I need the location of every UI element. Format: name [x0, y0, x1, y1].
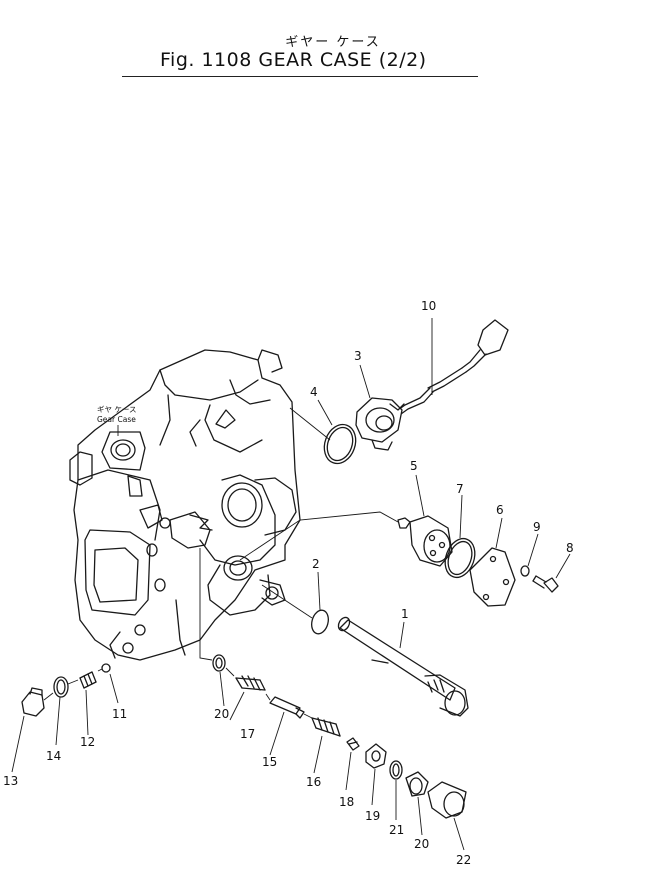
callout-22: 22 — [456, 853, 471, 867]
part-10-dipstick — [397, 319, 509, 415]
callout-15: 15 — [262, 755, 277, 769]
callout-18: 18 — [339, 795, 354, 809]
callout-6: 6 — [496, 503, 504, 517]
part-7-o-ring — [444, 537, 476, 579]
callout-1: 1 — [401, 607, 409, 621]
callout-numbers: 10 3 4 5 7 6 9 8 2 1 11 12 14 13 20 17 1… — [3, 299, 574, 867]
part-12-spring — [79, 671, 97, 689]
callout-17: 17 — [240, 727, 255, 741]
part-20-collar — [405, 771, 429, 797]
callout-14: 14 — [46, 749, 61, 763]
part-11-ball — [101, 663, 111, 673]
part-4-o-ring — [323, 423, 357, 465]
part-18-spring — [346, 737, 360, 751]
callout-21: 20 — [214, 707, 229, 721]
callout-16: 16 — [306, 775, 321, 789]
part-13-drain-plug — [21, 687, 45, 717]
part-6-cover-plate — [469, 547, 516, 607]
callout-13: 13 — [3, 774, 18, 788]
gear-case-label-jp: ギヤ ケース — [97, 405, 137, 414]
gear-case-label-en: Gear Case — [97, 415, 136, 424]
part-1-tube — [337, 616, 469, 717]
assembly-lines — [43, 407, 399, 719]
callout-8: 8 — [566, 541, 574, 555]
part-3-filler-neck — [355, 397, 405, 451]
callout-20: 20 — [414, 837, 429, 851]
title-japanese: ギヤー ケース — [285, 35, 381, 50]
part-21-washer — [212, 654, 226, 672]
figure-title: Fig. 1108 GEAR CASE (2/2) — [160, 49, 427, 71]
callout-19: 19 — [365, 809, 380, 823]
gear-case-housing — [69, 349, 301, 661]
callout-11: 11 — [112, 707, 127, 721]
part-17-spring — [235, 675, 266, 691]
part-14-washer — [53, 676, 69, 698]
callout-4: 4 — [310, 385, 318, 399]
callout-3: 3 — [354, 349, 362, 363]
part-8-bolt — [532, 575, 559, 593]
part-9-washer — [520, 565, 530, 577]
part-2-o-ring — [311, 609, 329, 635]
part-16-spring — [311, 717, 341, 737]
part-19-nut — [365, 743, 387, 769]
callout-5: 5 — [410, 459, 418, 473]
callout-12: 12 — [80, 735, 95, 749]
callout-10: 10 — [421, 299, 436, 313]
title-underline — [122, 76, 478, 77]
part-21-washer-2 — [389, 760, 403, 780]
callout-2: 2 — [312, 557, 320, 571]
callout-9: 9 — [533, 520, 541, 534]
callout-7: 7 — [456, 482, 464, 496]
part-5-valve-body — [397, 515, 453, 567]
part-15-plunger — [269, 696, 305, 719]
leader-lines — [11, 318, 571, 851]
part-22-cap — [427, 781, 467, 819]
callout-21-b: 21 — [389, 823, 404, 837]
